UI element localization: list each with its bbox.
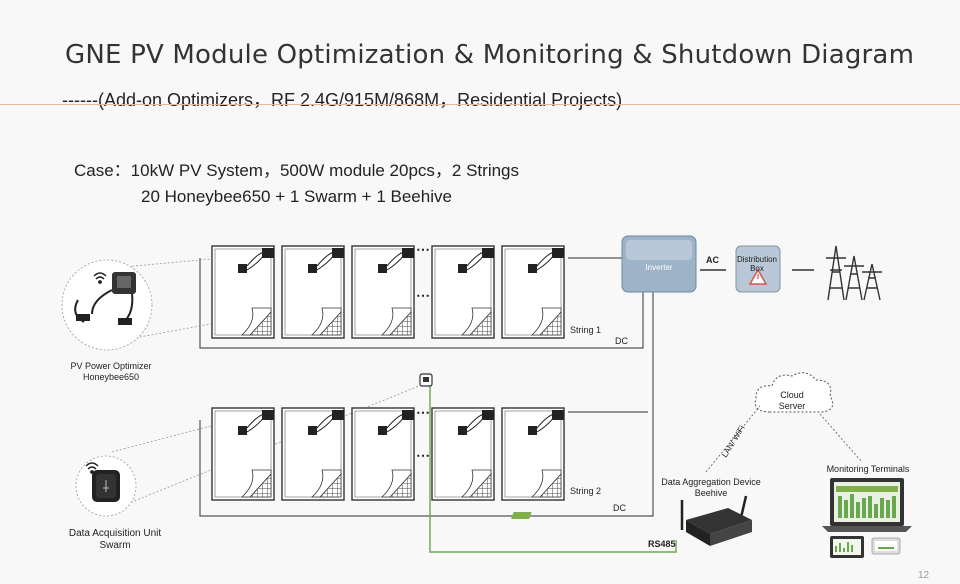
monitoring-label: Monitoring Terminals [827,464,910,474]
optimizer-callout [61,259,153,351]
tablet-icon [830,536,864,558]
distribution-label-2: Box [750,264,764,273]
inverter-icon [621,235,697,293]
distribution-box-icon [735,245,781,293]
transmission-tower-icon [826,245,882,301]
beehive-label-1: Data Aggregation Device [661,477,761,487]
distribution-label-1: Distribution [737,255,777,264]
optimizer-label-1: PV Power Optimizer [70,361,151,371]
cloud-icon [754,372,834,413]
case-description-line1: Case：10kW PV System，500W module 20pcs，2 … [74,161,520,180]
dc-label-1: DC [615,336,628,346]
swarm-label-1: Data Acquisition Unit [69,528,161,539]
ellipsis-bottom-2: ⋯ [416,447,430,463]
title-divider [0,104,960,105]
ellipsis-bottom-1: ⋯ [416,404,430,420]
page-title: GNE PV Module Optimization & Monitoring … [65,40,915,70]
wifi-icon [85,462,99,474]
laptop-icon [822,478,912,532]
rs485-label: RS485 [648,539,676,549]
ellipsis-top-1: ⋯ [416,241,430,257]
ellipsis-top-2: ⋯ [416,287,430,303]
swarm-callout [75,455,137,517]
beehive-label-2: Beehive [695,488,728,498]
string2-label: String 2 [570,486,601,496]
wifi-icon [93,272,107,284]
ac-label: AC [706,255,719,265]
cloud-label-2: Server [779,401,806,411]
inverter-label: Inverter [645,263,672,272]
case-description-line2: 20 Honeybee650 + 1 Swarm + 1 Beehive [141,187,452,206]
dc-label-2: DC [613,503,626,513]
beehive-device-icon [511,495,752,546]
swarm-label-2: Swarm [99,540,130,551]
phone-icon [871,537,901,555]
optimizer-label-2: Honeybee650 [83,372,139,382]
cloud-label-1: Cloud [780,390,804,400]
page-number: 12 [918,570,930,581]
page-subtitle: ------(Add-on Optimizers，RF 2.4G/915M/86… [62,90,623,110]
swarm-node-icon [419,373,433,387]
lan-wifi-label: LAN/ WiFi [720,424,747,459]
string1-label: String 1 [570,325,601,335]
